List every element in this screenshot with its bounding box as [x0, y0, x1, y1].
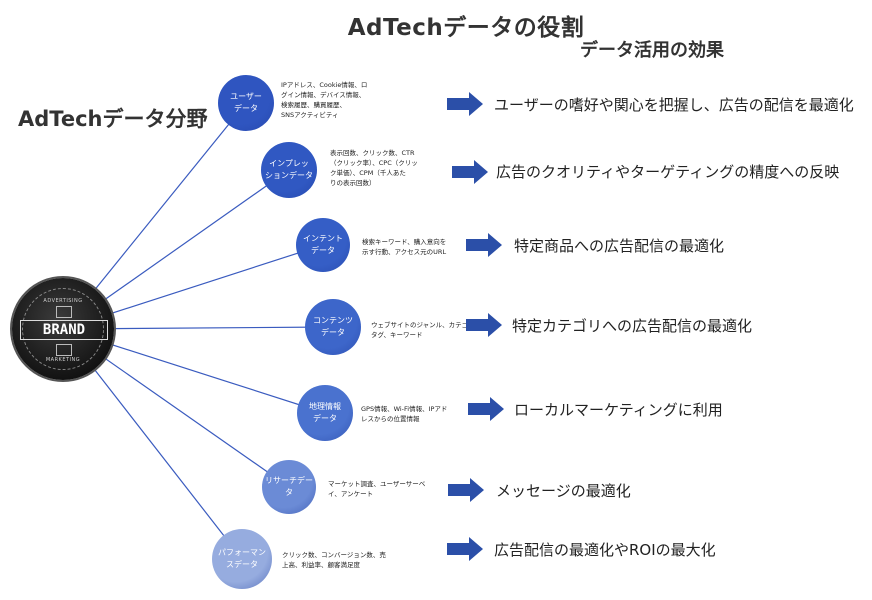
brand-ring — [22, 288, 104, 370]
right-arrow-icon — [468, 397, 504, 421]
effect-text: ローカルマーケティングに利用 — [514, 401, 723, 419]
brand-top-glyph — [56, 306, 72, 318]
data-category-node: コンテンツ データ — [305, 299, 361, 355]
brand-top-label: ADVERTISING — [43, 298, 83, 304]
data-category-description: 表示回数、クリック数、CTR （クリック率）、CPC（クリッ ク単価）、CPM（… — [330, 149, 418, 187]
brand-word: BRAND — [20, 320, 108, 340]
right-arrow-icon — [447, 537, 483, 561]
effect-text: 広告のクオリティやターゲティングの精度への反映 — [496, 163, 840, 181]
data-category-description: 検索キーワード、購入意向を 示す行動、アクセス元のURL — [362, 238, 447, 256]
data-category-node: インテント データ — [296, 218, 350, 272]
data-category-description: ウェブサイトのジャンル、カテゴリ、 タグ、キーワード — [371, 321, 481, 339]
effect-text: 特定カテゴリへの広告配信の最適化 — [512, 317, 753, 335]
effect-text: メッセージの最適化 — [496, 482, 631, 500]
right-arrow-icon — [466, 233, 502, 257]
data-category-node: 地理情報 データ — [297, 385, 353, 441]
data-category-description: マーケット調査、ユーザーサーベ イ、アンケート — [328, 480, 426, 498]
data-category-node: パフォーマン スデータ — [212, 529, 272, 589]
data-category-description: GPS情報、Wi-Fi情報、IPアド レスからの位置情報 — [361, 405, 448, 423]
left-section-title: AdTechデータ分野 — [18, 107, 208, 131]
right-arrow-icon — [452, 160, 488, 184]
right-arrow-icon — [447, 92, 483, 116]
data-category-node: リサーチデー タ — [262, 460, 316, 514]
data-category-node: ユーザー データ — [218, 75, 274, 131]
data-category-description: IPアドレス、Cookie情報、ロ グイン情報、デバイス情報、 検索履歴、購買履… — [281, 81, 368, 119]
diagram-title: AdTechデータの役割 — [347, 15, 585, 41]
effect-section-title: データ活用の効果 — [580, 40, 724, 61]
brand-logo: ADVERTISING BRAND MARKETING — [12, 278, 114, 380]
right-arrow-icon — [466, 313, 502, 337]
effect-text: ユーザーの嗜好や関心を把握し、広告の配信を最適化 — [494, 96, 854, 114]
effect-text: 特定商品への広告配信の最適化 — [514, 237, 725, 255]
data-category-description: クリック数、コンバージョン数、売 上高、利益率、顧客満足度 — [282, 551, 386, 569]
effect-text: 広告配信の最適化やROIの最大化 — [494, 541, 716, 559]
brand-bottom-label: MARKETING — [45, 357, 81, 363]
right-arrow-icon — [448, 478, 484, 502]
data-category-node: インプレッ ションデータ — [261, 142, 317, 198]
brand-bottom-glyph — [56, 344, 72, 356]
